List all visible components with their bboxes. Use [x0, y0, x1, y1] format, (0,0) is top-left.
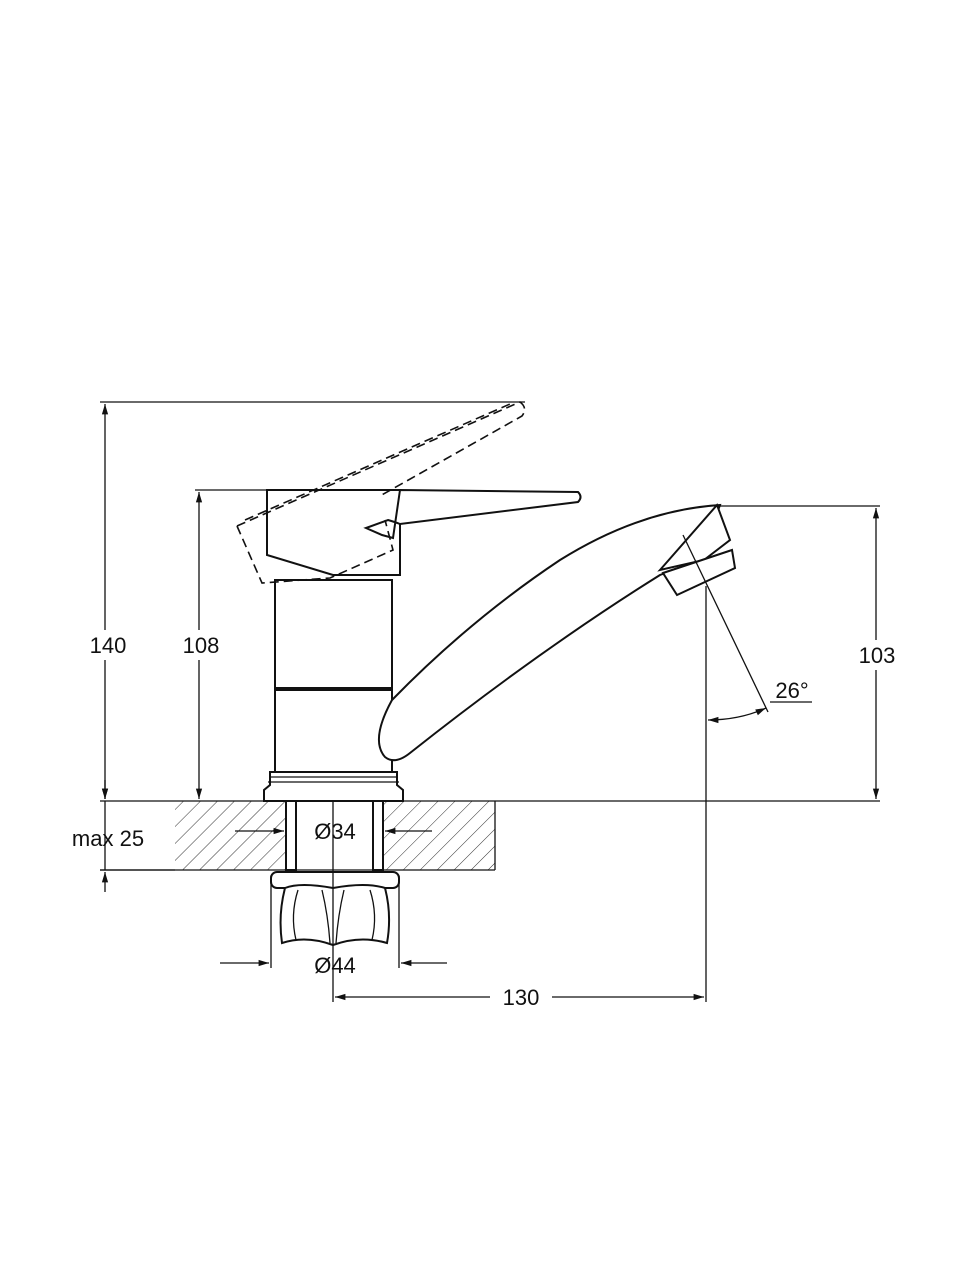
dimension-nut-diameter-label: Ø44 [314, 953, 356, 978]
dimension-140: 140 [90, 401, 525, 799]
dimension-130-label: 130 [503, 985, 540, 1010]
dimension-103-label: 103 [859, 643, 896, 668]
dimension-spout-angle-label: 26° [775, 678, 808, 703]
dimension-hole-diameter-label: Ø34 [314, 819, 356, 844]
dimension-130: 130 [332, 586, 707, 1010]
dimension-hole-diameter: Ø34 [235, 819, 432, 844]
mounting-nut [270, 871, 400, 947]
dimension-108-label: 108 [183, 633, 220, 658]
dimension-max-25: max 25 [72, 780, 175, 892]
dimension-140-label: 140 [90, 633, 127, 658]
dimension-max-25-label: max 25 [72, 826, 144, 851]
dimension-nut-diameter: Ø44 [220, 876, 447, 978]
dimension-103: 103 [717, 505, 896, 799]
spout [377, 503, 737, 762]
dimension-108: 108 [183, 489, 268, 799]
countertop-section [100, 800, 880, 871]
faucet-body [263, 489, 404, 802]
lever-handle [363, 488, 582, 540]
dimension-spout-angle: 26° [682, 534, 812, 724]
